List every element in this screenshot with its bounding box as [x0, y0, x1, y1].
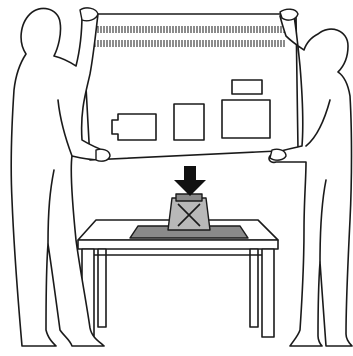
table-leg-back-right: [249, 248, 259, 328]
right-person-leg-line: [319, 179, 327, 263]
down-arrow-icon: [174, 166, 206, 196]
hands: [79, 7, 299, 162]
tv-terminal-top-right: [231, 79, 263, 95]
tv-terminal-left: [111, 113, 157, 141]
left-bottom-hand: [95, 148, 111, 162]
tv-stand: [129, 193, 249, 239]
tv-stand-bracket: [175, 193, 203, 202]
tv-terminal-right: [221, 99, 271, 139]
table-leg-back-left: [97, 248, 107, 328]
left-person-arm-line: [57, 99, 73, 157]
table-leg-front-right: [261, 248, 275, 338]
right-bottom-hand: [269, 148, 287, 161]
left-person-leg-line: [47, 169, 55, 245]
tv-terminal-middle: [173, 103, 205, 141]
left-top-hand: [79, 7, 99, 22]
right-top-hand: [279, 8, 299, 21]
table-front-apron: [77, 239, 279, 250]
tv-stand-neck-x: [177, 203, 201, 227]
right-person-arm-line: [305, 99, 331, 147]
tv-back-panel: [81, 13, 299, 161]
